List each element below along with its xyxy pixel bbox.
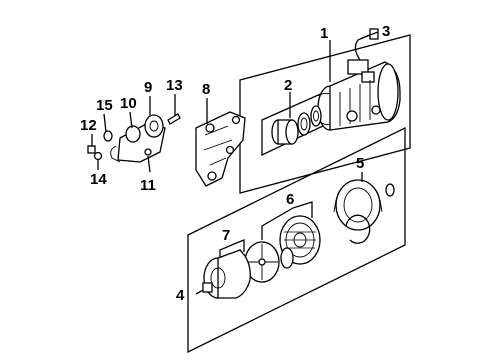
shaft-seal-parts [271,105,322,145]
armature-plate [244,241,280,283]
callout-6: 6 [286,191,294,208]
snap-ring [345,214,371,244]
callout-14: 14 [90,171,107,188]
callout-5: 5 [356,155,364,172]
compressor-assembly-frame [239,34,411,194]
callout-8: 8 [202,81,210,98]
hub-bolt [202,282,213,293]
compressor-bracket [195,111,246,187]
callout-1: 1 [320,25,328,42]
leader-lines [91,31,379,295]
callout-15: 15 [96,97,113,114]
callout-10: 10 [120,95,137,112]
small-hardware [87,113,181,161]
idler-pulley-assembly [110,114,166,163]
callout-3: 3 [382,23,390,40]
callout-13: 13 [166,77,183,94]
callout-labels: 1 2 3 4 5 6 7 8 9 10 11 12 13 14 15 [80,23,390,304]
clutch-field-coil [333,179,395,231]
callout-4: 4 [176,287,185,304]
callout-2: 2 [284,77,292,94]
compressor-body [317,28,401,131]
callout-12: 12 [80,117,97,134]
callout-11: 11 [140,177,156,194]
callout-9: 9 [144,79,152,96]
callout-7: 7 [222,227,230,244]
shim-ring [280,247,294,269]
clutch-assembly-frame [187,126,406,354]
